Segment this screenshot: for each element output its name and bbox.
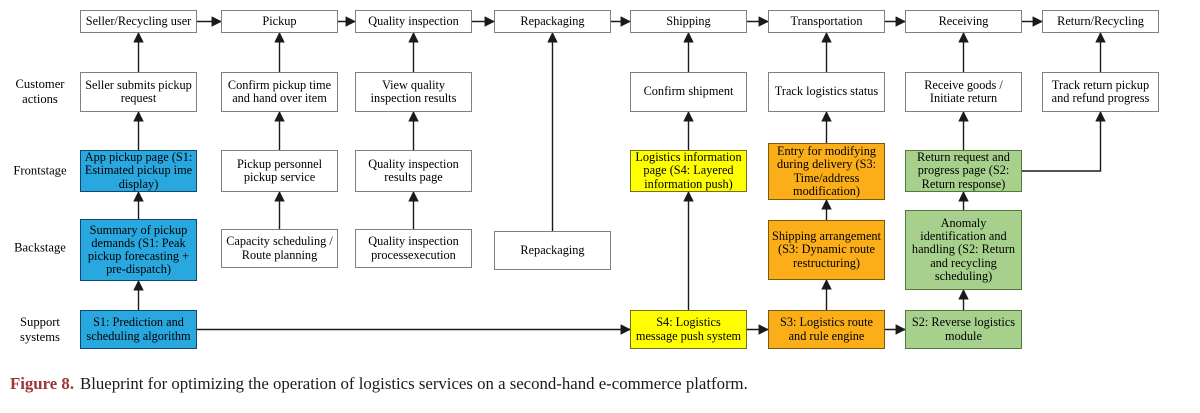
node-fs-entry-modify: Entry for modifying during delivery (S3:… <box>768 143 885 200</box>
node-ca-seller-submits: Seller submits pickup request <box>80 72 197 112</box>
row-label-support-systems: Support systems <box>20 315 60 344</box>
figure-caption-text: Blueprint for optimizing the operation o… <box>80 374 748 393</box>
node-ss-s1: S1: Prediction and scheduling algorithm <box>80 310 197 349</box>
node-bs-qi-process: Quality inspection processexecution <box>355 229 472 268</box>
node-fs-pickup-personnel: Pickup personnel pickup service <box>221 150 338 192</box>
node-ca-confirm-shipment: Confirm shipment <box>630 72 747 112</box>
row-label-customer-actions: Customer actions <box>15 77 65 106</box>
node-top-receiving: Receiving <box>905 10 1022 33</box>
node-top-seller: Seller/Recycling user <box>80 10 197 33</box>
node-ca-track-logistics: Track logistics status <box>768 72 885 112</box>
node-ss-s4: S4: Logistics message push system <box>630 310 747 349</box>
node-top-qi: Quality inspection <box>355 10 472 33</box>
node-ca-confirm-pickup: Confirm pickup time and hand over item <box>221 72 338 112</box>
row-label-frontstage: Frontstage <box>13 163 67 178</box>
arrow-fs-return-request-to-ca-track-return <box>1022 110 1106 172</box>
node-top-shipping: Shipping <box>630 10 747 33</box>
node-top-return: Return/Recycling <box>1042 10 1159 33</box>
figure-number-label: Figure 8. <box>10 374 75 393</box>
node-bs-summary: Summary of pickup demands (S1: Peak pick… <box>80 219 197 281</box>
node-bs-shipping-arrangement: Shipping arrangement (S3: Dynamic route … <box>768 220 885 280</box>
node-bs-repackaging: Repackaging <box>494 231 611 270</box>
node-ca-receive-goods: Receive goods / Initiate return <box>905 72 1022 112</box>
node-fs-app-pickup: App pickup page (S1: Estimated pickup im… <box>80 150 197 192</box>
node-ss-s3: S3: Logistics route and rule engine <box>768 310 885 349</box>
node-fs-logistics-info: Logistics information page (S4: Layered … <box>630 150 747 192</box>
row-label-backstage: Backstage <box>14 240 66 255</box>
node-top-pickup: Pickup <box>221 10 338 33</box>
node-ca-track-return: Track return pickup and refund progress <box>1042 72 1159 112</box>
node-top-repackaging: Repackaging <box>494 10 611 33</box>
node-bs-capacity: Capacity scheduling / Route planning <box>221 229 338 268</box>
node-bs-anomaly: Anomaly identification and handling (S2:… <box>905 210 1022 290</box>
node-ss-s2: S2: Reverse logistics module <box>905 310 1022 349</box>
node-fs-return-request: Return request and progress page (S2: Re… <box>905 150 1022 192</box>
node-fs-qi-results: Quality inspection results page <box>355 150 472 192</box>
node-ca-view-qi: View quality inspection results <box>355 72 472 112</box>
node-top-transportation: Transportation <box>768 10 885 33</box>
figure-caption: Figure 8. Blueprint for optimizing the op… <box>10 374 748 394</box>
